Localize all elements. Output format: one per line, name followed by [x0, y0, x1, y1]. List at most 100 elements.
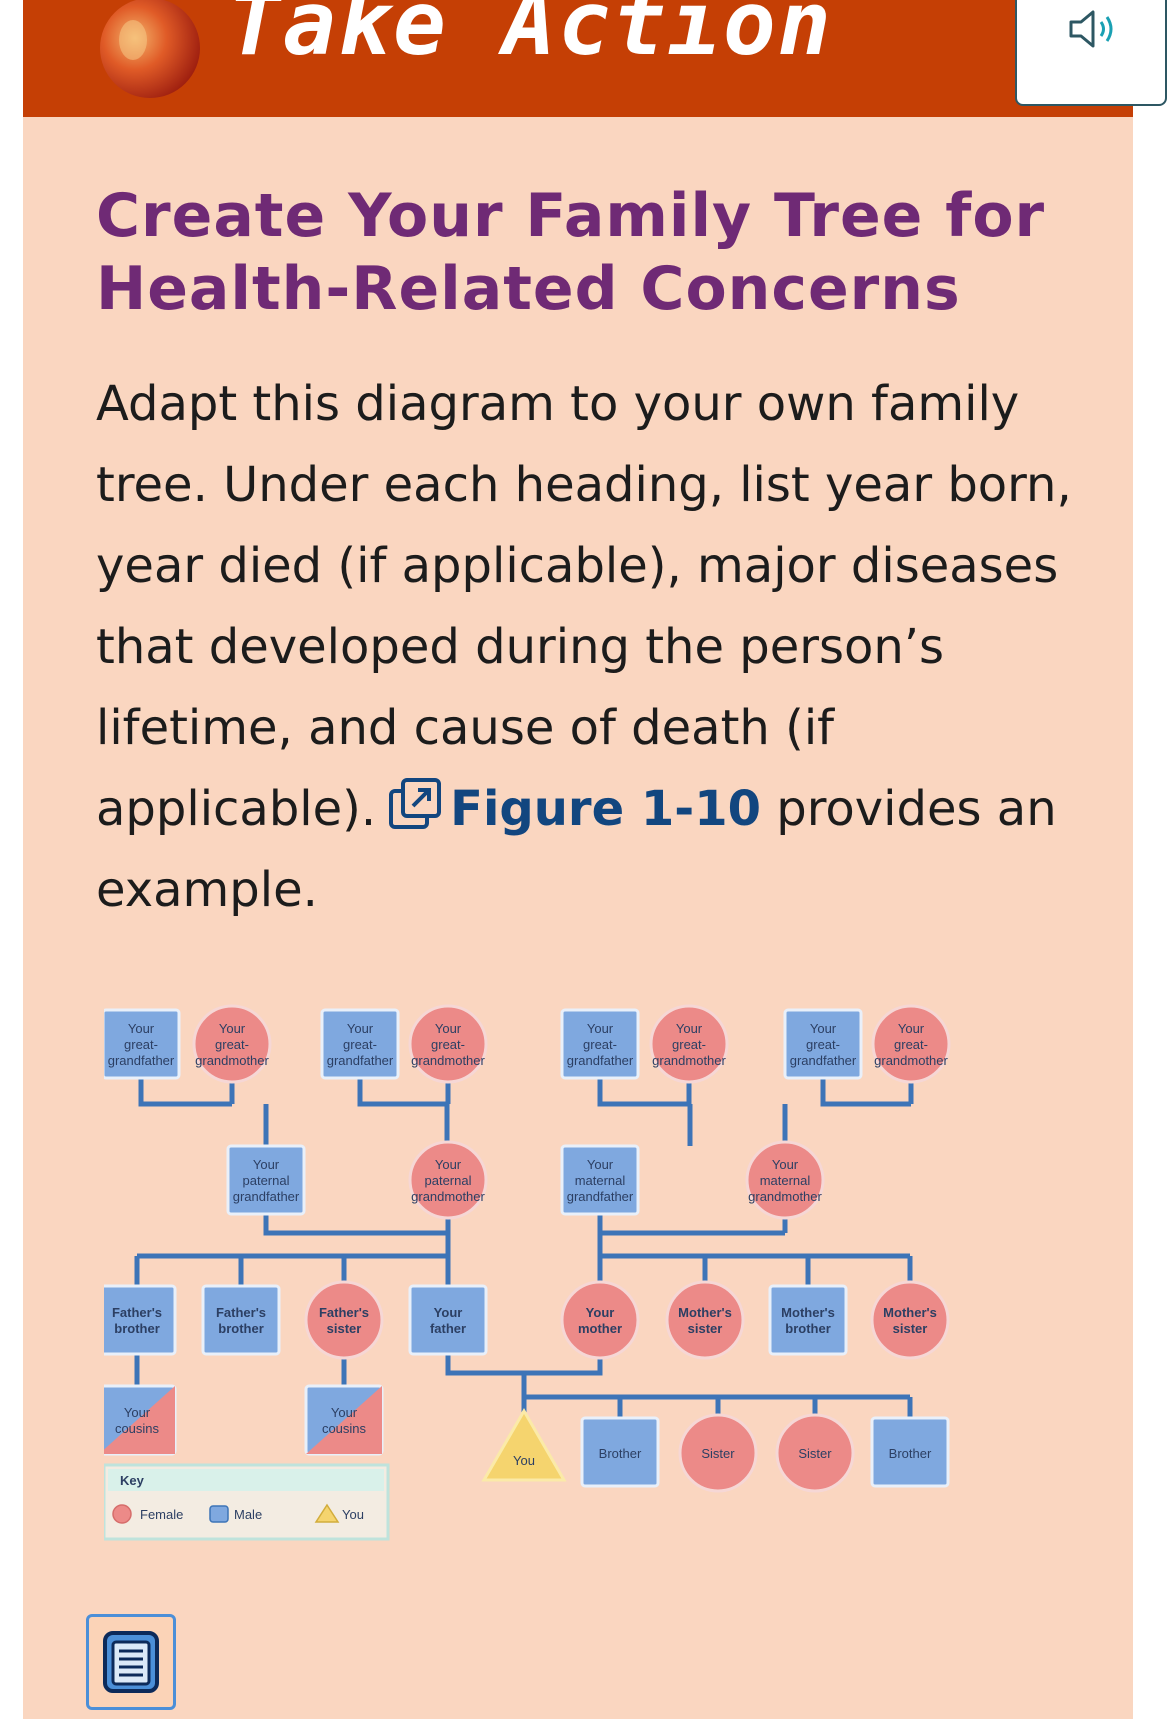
node-label: father	[430, 1321, 466, 1336]
node-label: brother	[785, 1321, 831, 1336]
brother-node: Brother	[580, 1416, 660, 1488]
node-label: Your	[898, 1021, 925, 1036]
connector-lines	[134, 1035, 914, 1429]
sibling-label: Brother	[599, 1446, 642, 1461]
external-link-icon[interactable]	[388, 777, 442, 831]
node-label: grandmother	[652, 1053, 726, 1068]
node-label: brother	[114, 1321, 160, 1336]
node-label: mother	[578, 1321, 622, 1336]
node-label: grandmother	[874, 1053, 948, 1068]
node-label: Your	[810, 1021, 837, 1036]
audio-button[interactable]	[1015, 0, 1167, 106]
node-label: great-	[124, 1037, 158, 1052]
instructions-paragraph: Adapt this diagram to your own family tr…	[96, 364, 1086, 931]
node-label: Your	[347, 1021, 374, 1036]
sister-node: Sister	[678, 1413, 758, 1493]
node-label: cousins	[322, 1421, 367, 1436]
take-action-banner	[23, 0, 1133, 117]
node-label: paternal	[425, 1173, 472, 1188]
speaker-icon	[1069, 10, 1113, 48]
node-label: Your	[253, 1157, 280, 1172]
node-label: Your	[124, 1405, 151, 1420]
node-label: cousins	[115, 1421, 160, 1436]
key-label: Male	[234, 1507, 262, 1522]
figure-link[interactable]: Figure 1-10	[450, 781, 761, 837]
node-label: sister	[893, 1321, 928, 1336]
family-tree-diagram: Yourgreat-grandfatherYourgreat-grandmoth…	[104, 1004, 951, 1541]
banner-title: Take Action	[228, 0, 833, 75]
instructions-text-end: provides an example.	[96, 781, 1057, 918]
key-label: Key	[120, 1473, 145, 1488]
node-label: Your	[772, 1157, 799, 1172]
node-label: Mother's	[781, 1305, 835, 1320]
node-label: great-	[431, 1037, 465, 1052]
node-label: grandmother	[411, 1189, 485, 1204]
node-label: sister	[327, 1321, 362, 1336]
node-label: Mother's	[883, 1305, 937, 1320]
node-label: Your	[586, 1305, 615, 1320]
node-label: grandmother	[195, 1053, 269, 1068]
node-label: Father's	[216, 1305, 266, 1320]
node-label: grandmother	[748, 1189, 822, 1204]
node-label: sister	[688, 1321, 723, 1336]
brother-node: Brother	[870, 1416, 950, 1488]
node-label: Your	[128, 1021, 155, 1036]
sibling-label: Brother	[889, 1446, 932, 1461]
node-label: Your	[434, 1305, 463, 1320]
node-label: great-	[215, 1037, 249, 1052]
node-label: Your	[587, 1021, 614, 1036]
node-label: Your	[435, 1157, 462, 1172]
node-label: great-	[672, 1037, 706, 1052]
node-label: Your	[435, 1021, 462, 1036]
document-button[interactable]	[86, 1614, 176, 1710]
node-label: Your	[219, 1021, 246, 1036]
node-label: Your	[587, 1157, 614, 1172]
node-label: grandfather	[233, 1189, 300, 1204]
node-label: maternal	[575, 1173, 626, 1188]
node-label: great-	[583, 1037, 617, 1052]
you-label: You	[513, 1453, 535, 1468]
node-label: Your	[331, 1405, 358, 1420]
instructions-text: Adapt this diagram to your own family tr…	[96, 376, 1072, 837]
node-label: Mother's	[678, 1305, 732, 1320]
node-label: grandfather	[567, 1189, 634, 1204]
key-label: You	[342, 1507, 364, 1522]
node-label: grandfather	[567, 1053, 634, 1068]
sister-node: Sister	[775, 1413, 855, 1493]
node-label: Father's	[112, 1305, 162, 1320]
node-label: Father's	[319, 1305, 369, 1320]
female-key-swatch	[112, 1504, 132, 1524]
node-label: Your	[676, 1021, 703, 1036]
male-key-swatch	[209, 1505, 229, 1523]
node-label: grandmother	[411, 1053, 485, 1068]
sibling-label: Sister	[701, 1446, 735, 1461]
node-label: brother	[218, 1321, 264, 1336]
section-heading: Create Your Family Tree for Health-Relat…	[96, 181, 1046, 324]
node-label: grandfather	[108, 1053, 175, 1068]
node-label: great-	[894, 1037, 928, 1052]
node-label: grandfather	[790, 1053, 857, 1068]
node-label: maternal	[760, 1173, 811, 1188]
node-label: great-	[343, 1037, 377, 1052]
sibling-label: Sister	[798, 1446, 832, 1461]
document-icon	[103, 1631, 159, 1693]
